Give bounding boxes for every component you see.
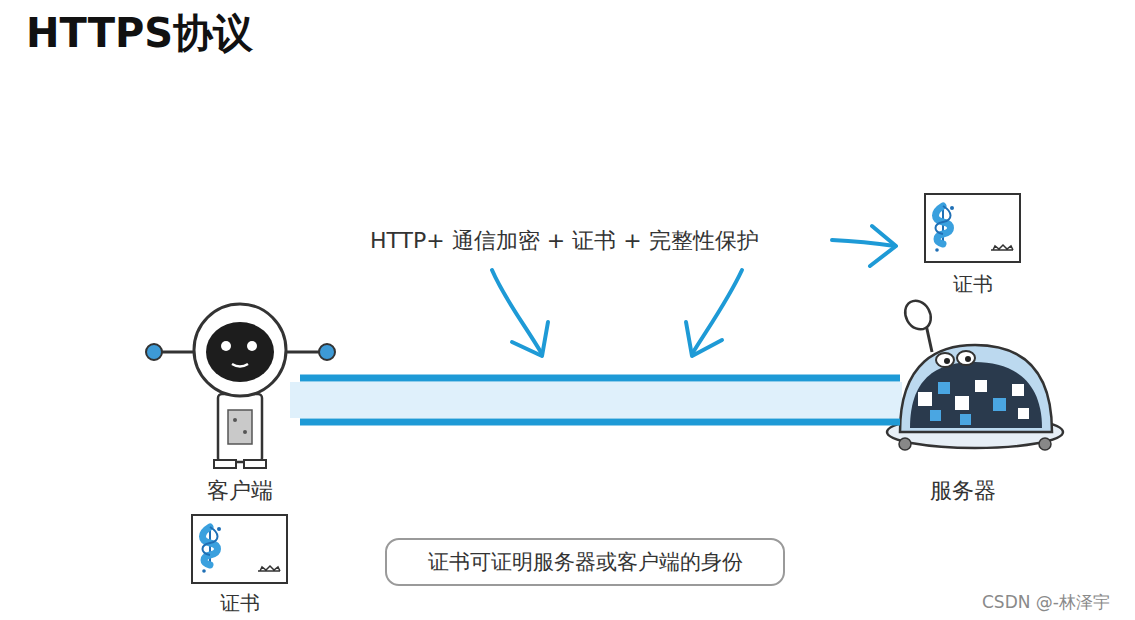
node-label: 服务器 xyxy=(930,476,996,506)
node-label: 证书可证明服务器或客户端的身份 xyxy=(428,548,743,576)
channel-line xyxy=(300,419,900,426)
certificate-node: 证书 xyxy=(922,192,1023,298)
node-label: 证书 xyxy=(220,590,260,617)
certificate-icon xyxy=(192,515,287,583)
node-label: 证书 xyxy=(953,271,993,298)
protocol-formula: HTTP+ 通信加密 + 证书 + 完整性保护 xyxy=(370,226,759,256)
note-box: 证书可证明服务器或客户端的身份 xyxy=(385,538,785,586)
client-robot xyxy=(146,304,335,468)
watermark: CSDN @-林泽宇 xyxy=(982,591,1110,614)
server-node: 服务器 xyxy=(900,300,1025,506)
page-title: HTTPS协议 xyxy=(26,6,253,61)
certificate-icon xyxy=(925,194,1020,262)
node-label: 客户端 xyxy=(207,476,273,506)
client-node: 客户端 xyxy=(180,300,300,506)
channel-line xyxy=(300,375,900,382)
channel-band xyxy=(290,382,902,418)
server-robot xyxy=(887,296,1063,450)
certificate-node: 证书 xyxy=(189,513,290,617)
